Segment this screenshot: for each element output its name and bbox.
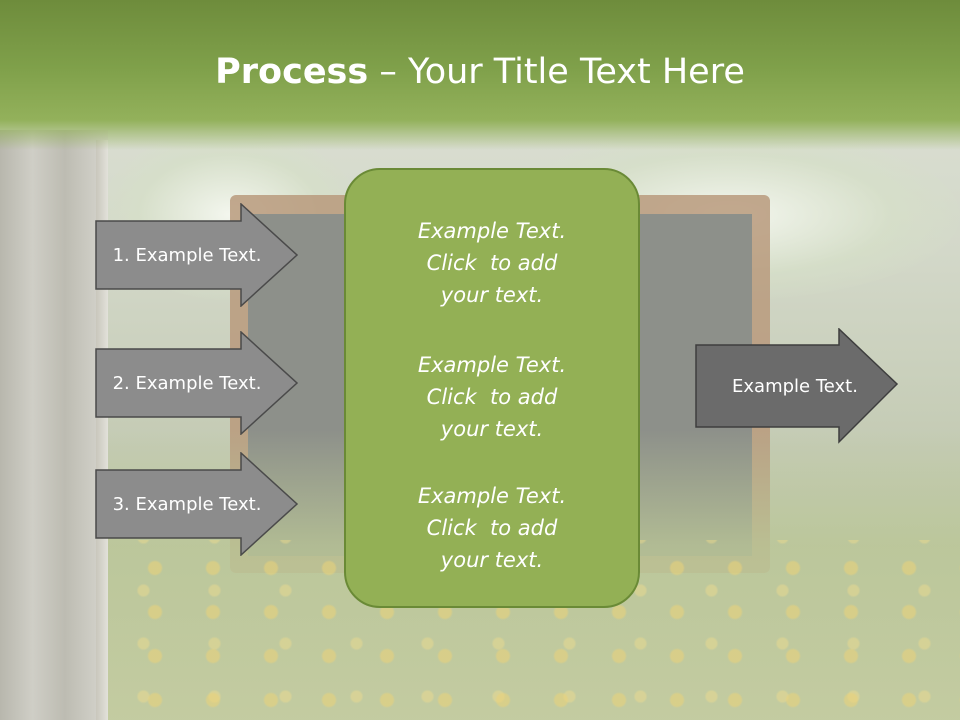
tree-trunk [0, 130, 108, 720]
text-line: your text. [440, 417, 544, 441]
arrow-shape [95, 452, 299, 556]
step-label-2: 2. Example Text. [112, 372, 262, 394]
text-line: Click to add [426, 251, 558, 275]
center-text-block-1[interactable]: Example Text. Click to add your text. [346, 215, 638, 311]
text-line: Example Text. [417, 484, 567, 508]
title-bold-part: Process [215, 52, 369, 92]
arrow-shape [695, 328, 899, 444]
step-label-1: 1. Example Text. [112, 244, 262, 266]
result-label: Example Text. [732, 375, 858, 397]
title-bar [0, 0, 960, 150]
title-rest-part: – Your Title Text Here [368, 52, 745, 92]
center-text-block-3[interactable]: Example Text. Click to add your text. [346, 480, 638, 576]
text-line: your text. [440, 548, 544, 572]
text-line: Example Text. [417, 219, 567, 243]
step-arrow-1[interactable]: 1. Example Text. [95, 203, 299, 307]
text-line: Example Text. [417, 353, 567, 377]
step-arrow-2[interactable]: 2. Example Text. [95, 331, 299, 435]
center-text-box[interactable]: Example Text. Click to add your text. Ex… [344, 168, 640, 608]
arrow-shape [95, 203, 299, 307]
result-arrow[interactable]: Example Text. [695, 328, 899, 444]
text-line: your text. [440, 283, 544, 307]
step-arrow-3[interactable]: 3. Example Text. [95, 452, 299, 556]
step-label-3: 3. Example Text. [112, 493, 262, 515]
text-line: Click to add [426, 385, 558, 409]
center-text-block-2[interactable]: Example Text. Click to add your text. [346, 349, 638, 445]
text-line: Click to add [426, 516, 558, 540]
arrow-shape [95, 331, 299, 435]
slide-title[interactable]: Process – Your Title Text Here [0, 52, 960, 92]
